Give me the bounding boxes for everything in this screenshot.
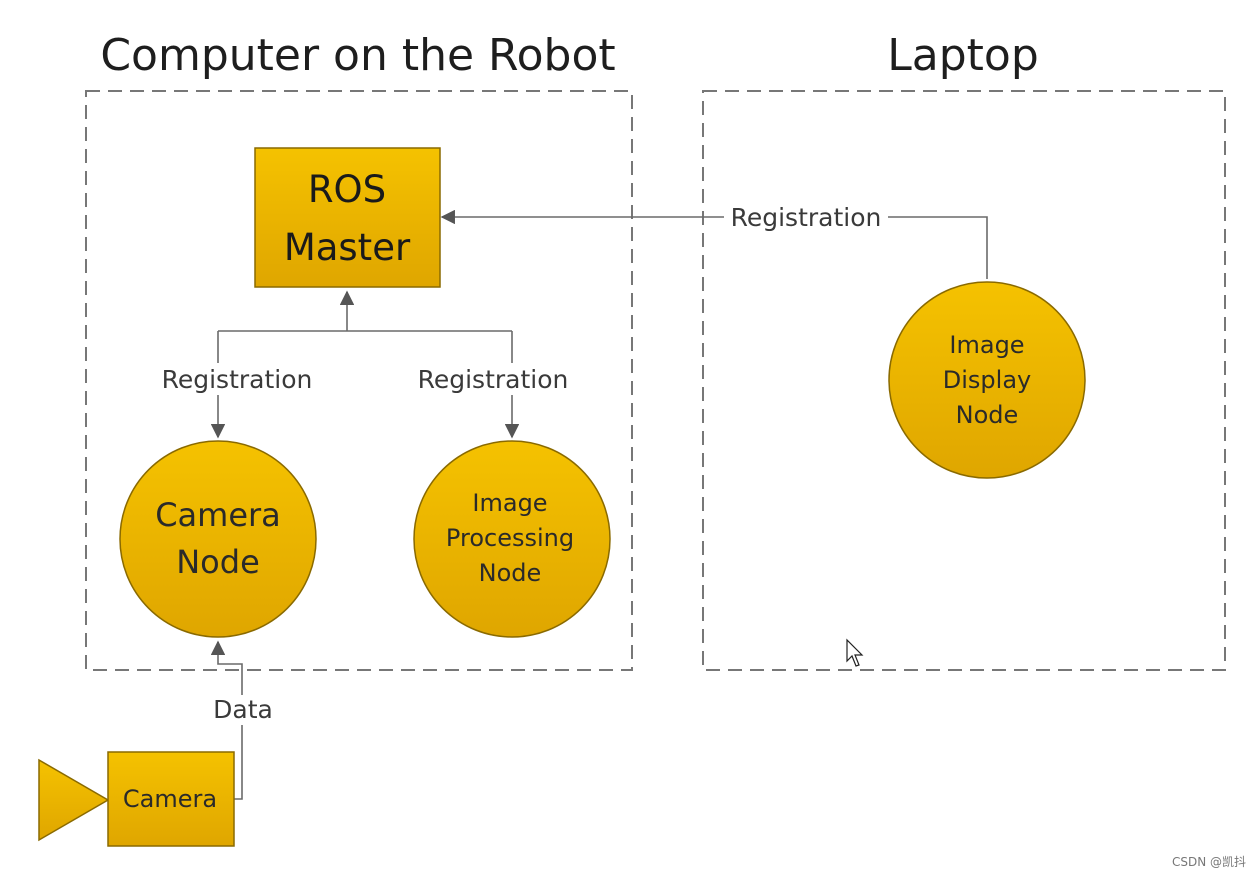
image-display-node-label-line3: Node [956, 401, 1019, 429]
camera-lens-icon [38, 758, 110, 842]
watermark: CSDN @凯抖 [1172, 855, 1246, 869]
image-processing-node-label-line1: Image [472, 489, 547, 517]
laptop-registration-connector [440, 209, 988, 279]
camera-body [107, 751, 235, 847]
image-processing-node-label-line2: Processing [446, 524, 574, 552]
image-display-node[interactable]: Image Display Node [888, 281, 1086, 479]
ros-master-label-line1: ROS [308, 168, 386, 211]
laptop-group-title: Laptop [887, 30, 1039, 81]
camera-node-circle [119, 440, 317, 638]
camera-node[interactable]: Camera Node [119, 440, 317, 638]
camera-label: Camera [123, 785, 217, 813]
laptop-registration-label: Registration [731, 203, 882, 232]
camera-data-label: Data [213, 695, 273, 724]
camera-registration-label-bg [152, 363, 322, 395]
laptop-registration-label-bg [724, 201, 888, 233]
processing-registration-label: Registration [418, 365, 569, 394]
image-display-node-label-line1: Image [949, 331, 1024, 359]
mouse-cursor-icon [846, 638, 864, 667]
robot-group-boundary [85, 90, 633, 671]
camera-data-connector [210, 640, 243, 800]
image-processing-node[interactable]: Image Processing Node [413, 440, 611, 638]
ros-master-label-line2: Master [284, 226, 411, 269]
image-display-node-label-line2: Display [943, 366, 1031, 394]
robot-group-title: Computer on the Robot [100, 30, 615, 81]
ros-master-box [254, 147, 441, 288]
camera-node-label-line1: Camera [155, 496, 281, 534]
camera-data-label-bg [210, 695, 274, 725]
image-display-node-circle [888, 281, 1086, 479]
image-processing-node-circle [413, 440, 611, 638]
ros-master-node[interactable]: ROS Master [254, 147, 441, 288]
processing-registration-label-bg [408, 363, 578, 395]
camera-node-label-line2: Node [176, 543, 260, 581]
camera-registration-label: Registration [162, 365, 313, 394]
image-processing-node-label-line3: Node [479, 559, 542, 587]
camera-device[interactable]: Camera [38, 751, 235, 847]
